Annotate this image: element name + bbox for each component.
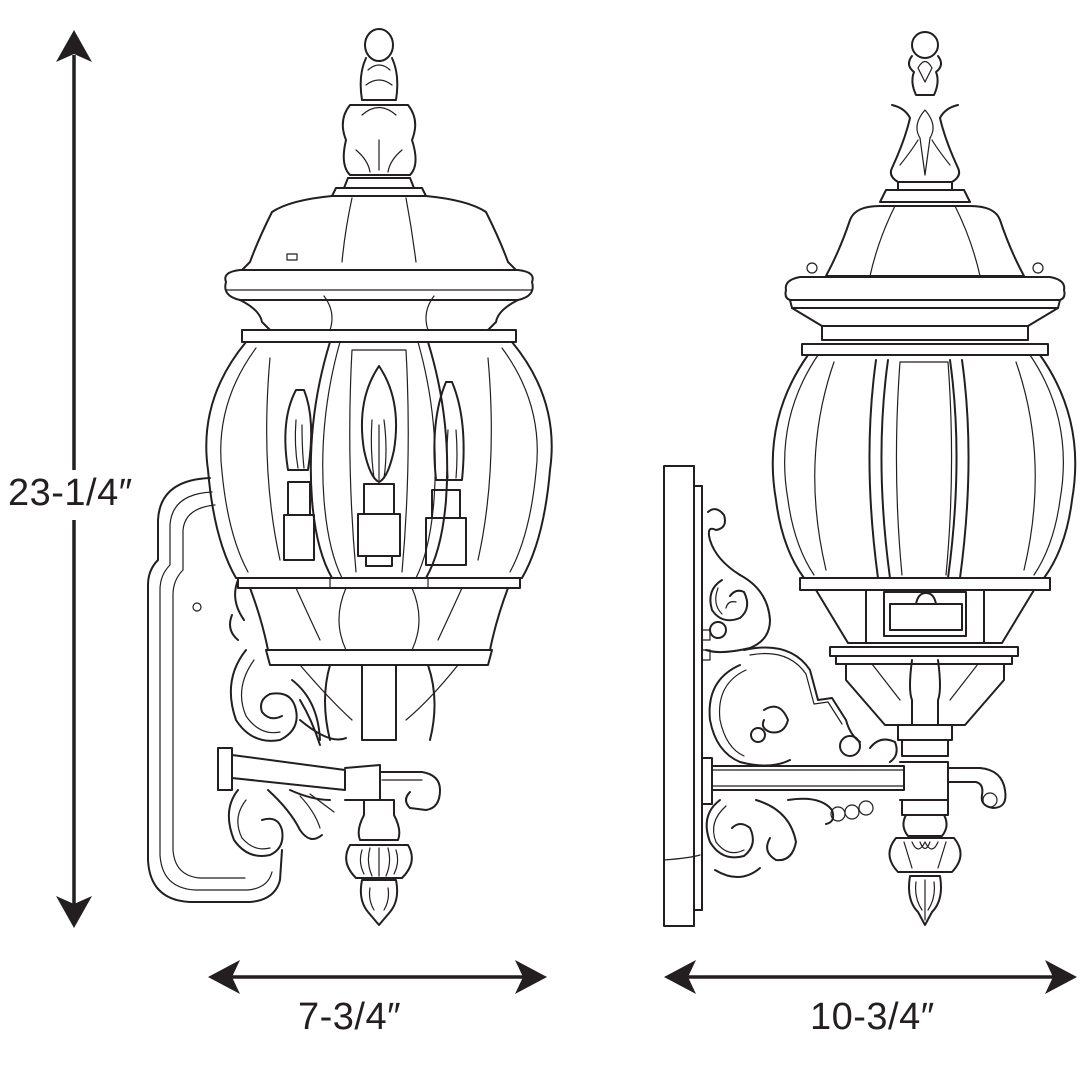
height-dimension-label: 23-1/4″ xyxy=(8,472,133,514)
side-view-lantern xyxy=(663,31,1077,927)
side-depth-dimension-arrow xyxy=(664,960,1077,994)
side-depth-dimension-label: 10-3/4″ xyxy=(810,996,935,1038)
front-width-dimension-arrow xyxy=(208,960,547,994)
front-width-dimension-label: 7-3/4″ xyxy=(298,996,402,1038)
height-dimension-arrow xyxy=(56,30,92,928)
front-view-lantern xyxy=(147,28,553,926)
